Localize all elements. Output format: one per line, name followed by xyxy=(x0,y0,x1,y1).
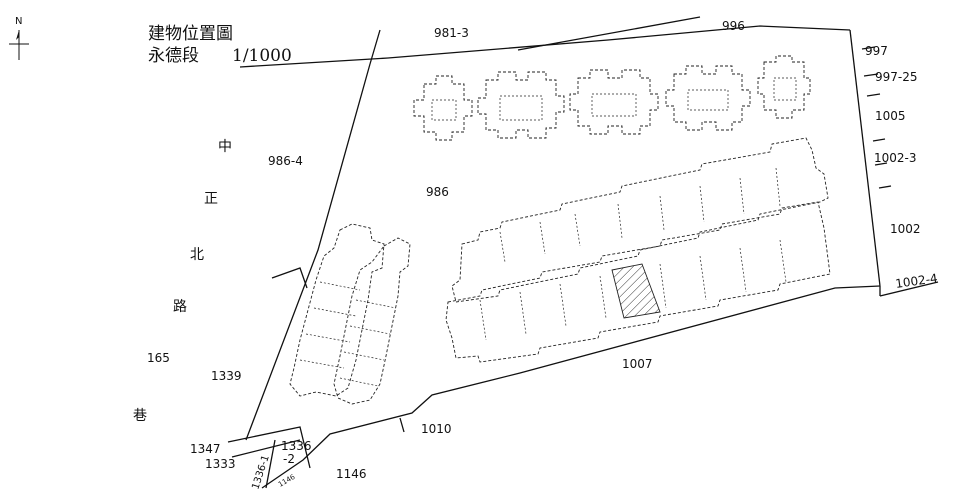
parcel-981-3: 981-3 xyxy=(434,26,469,40)
right-boundary xyxy=(849,29,881,287)
building-top-5 xyxy=(757,55,811,119)
parcel-1333: 1333 xyxy=(205,457,236,471)
parcel-1007: 1007 xyxy=(622,357,653,371)
road-char-1: 中 xyxy=(218,139,232,155)
boundary-1333 xyxy=(231,439,301,458)
tick-997-25 xyxy=(863,73,879,77)
road-name: 中 正 北 路 165 巷 xyxy=(133,139,232,424)
boundary-1336 xyxy=(227,426,311,469)
parcel-997: 997 xyxy=(865,44,888,58)
tick-1002 xyxy=(878,185,892,189)
parcel-996: 996 xyxy=(722,19,745,33)
north-arrow-icon xyxy=(9,30,29,60)
building-left-column-1 xyxy=(289,223,385,397)
section-name: 永德段 xyxy=(148,46,199,66)
parcel-1002-4: 1002-4 xyxy=(894,271,938,291)
boundary-1002-4-b xyxy=(879,281,939,297)
parcel-1336: 1336 xyxy=(281,439,312,453)
building-left-column-2 xyxy=(333,237,411,405)
road-char-4: 路 xyxy=(173,299,187,315)
parcel-labels: 981-3 996 997 997-25 1005 1002-3 1002 10… xyxy=(190,19,939,491)
road-char-2: 正 xyxy=(204,191,218,207)
building-top-1 xyxy=(413,75,473,141)
parcel-986-4: 986-4 xyxy=(268,154,303,168)
top-boundary xyxy=(239,25,851,68)
boundary-996 xyxy=(517,16,701,51)
tick-997 xyxy=(861,46,876,50)
parcel-1005: 1005 xyxy=(875,109,906,123)
building-middle-row xyxy=(451,137,829,303)
parcel-1002-3: 1002-3 xyxy=(874,151,917,165)
building-top-3 xyxy=(569,69,659,135)
boundary-1336-1 xyxy=(265,439,276,489)
bottom-boundary xyxy=(261,285,881,489)
building-top-2 xyxy=(477,71,565,139)
left-boundary xyxy=(245,63,371,441)
parcel-boundaries xyxy=(227,16,939,489)
highlighted-unit xyxy=(611,263,661,319)
road-char-3: 北 xyxy=(190,247,204,263)
parcel-1339: 1339 xyxy=(211,369,242,383)
parcel-1146: 1146 xyxy=(336,467,367,481)
parcel-986: 986 xyxy=(426,185,449,199)
lane-char: 巷 xyxy=(133,408,147,424)
map-title: 建物位置圖 xyxy=(148,24,233,44)
tick-1005b xyxy=(872,138,886,142)
building-lower-row xyxy=(445,201,831,363)
parcel-1010: 1010 xyxy=(421,422,452,436)
map-scale: 1/1000 xyxy=(232,46,292,66)
tick-1002-3 xyxy=(874,162,888,166)
lane-number: 165 xyxy=(147,351,170,365)
parcel-997-25: 997-25 xyxy=(875,70,918,84)
parcel-1336-2: -2 xyxy=(283,452,295,466)
parcel-1347: 1347 xyxy=(190,442,221,456)
parcel-1002: 1002 xyxy=(890,222,921,236)
boundary-981 xyxy=(369,29,381,65)
tick-1005 xyxy=(866,93,881,97)
notch-left xyxy=(271,267,308,289)
building-top-4 xyxy=(665,65,751,131)
north-label: N xyxy=(15,16,22,27)
tick-1010 xyxy=(399,417,405,433)
